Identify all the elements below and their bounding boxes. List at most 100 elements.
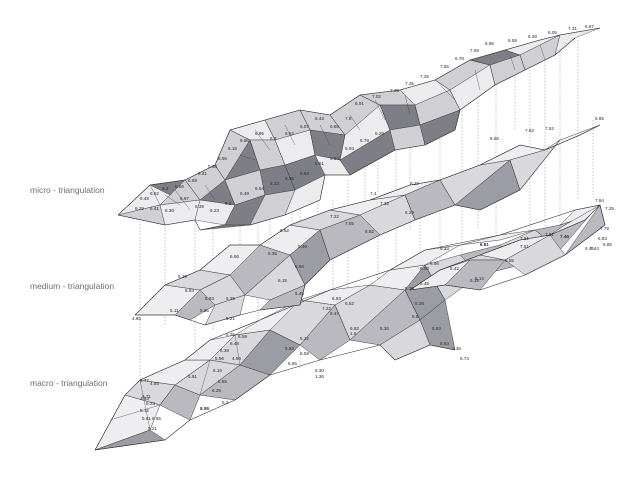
micro-elevation-label: 6.39 [195, 204, 204, 209]
micro-elevation-label: 5.79 [360, 138, 369, 143]
macro-elevation-label: 6.85 [603, 242, 612, 247]
micro-elevation-label: 6.95 [485, 41, 494, 46]
medium-elevation-label: 6.82 [365, 229, 374, 234]
medium-elevation-label: 6.35 [226, 296, 235, 301]
micro-elevation-label: 6.57 [300, 124, 309, 129]
macro-elevation-label: 5.45 [420, 281, 429, 286]
micro-elevation-label: 6.36 [285, 176, 294, 181]
macro-elevation-label: 6.61 [480, 242, 489, 247]
medium-elevation-label: 5.35 [226, 332, 235, 337]
medium-elevation-label: 7.52 [545, 126, 554, 131]
medium-elevation-label: 6.56 [490, 136, 499, 141]
medium-elevation-label: 5.36 [380, 326, 389, 331]
macro-elevation-label: 5.28 [415, 301, 424, 306]
micro-elevation-label: 5.56 [218, 156, 227, 161]
medium-elevation-label: 7.65 [345, 221, 354, 226]
macro-elevation-label: 4.85 [150, 381, 159, 386]
medium-elevation-label: 6.66 [230, 254, 239, 259]
medium-elevation-label: 6.81 [480, 242, 489, 247]
micro-elevation-label: 6.59 [508, 38, 517, 43]
macro-elevation-label: 6.96 [430, 261, 439, 266]
micro-elevation-label: 6.9 [270, 136, 277, 141]
medium-elevation-label: 6.15 [278, 278, 287, 283]
macro-elevation-label: 4.83 [140, 396, 149, 401]
macro-elevation-label: 7.46 [560, 234, 569, 239]
micro-elevation-label: 7.31 [568, 26, 577, 31]
micro-elevation-label: 7.39 [390, 88, 399, 93]
macro-elevation-label: 1.5 [350, 331, 357, 336]
macro-elevation-label: 5.29 [405, 286, 414, 291]
macro-elevation-label: 5.74 [460, 356, 469, 361]
micro-elevation-label: 6.48 [140, 196, 149, 201]
macro-elevation-label: 6.82 [350, 326, 359, 331]
medium-elevation-label: 5.42 [450, 266, 459, 271]
macro-elevation-label: 6.55 [505, 258, 514, 263]
macro-elevation-label: 7.44 [590, 246, 599, 251]
medium-elevation-label: 7.79 [600, 226, 609, 231]
micro-elevation-label: 5.51 [315, 161, 324, 166]
medium-elevation-label: 6.83 [598, 236, 607, 241]
micro-elevation-label: 5.28 [375, 131, 384, 136]
macro-elevation-label: 5.83 [432, 326, 441, 331]
medium-elevation-label: 7.51 [545, 232, 554, 237]
macro-elevation-label: 5.22 [300, 336, 309, 341]
micro-elevation-label: 6.69 [188, 178, 197, 183]
micro-elevation-label: 6.33 [270, 181, 279, 186]
macro-elevation-label: 5.2 [222, 400, 229, 405]
medium-elevation-label: 6.52 [280, 228, 289, 233]
macro-elevation-label: 4.96 [200, 406, 209, 411]
micro-elevation-label: 6.54 [255, 186, 264, 191]
micro-elevation-label: 7.55 [440, 64, 449, 69]
micro-elevation-label: 6.86 [240, 138, 249, 143]
micro-elevation-label: 7.59 [470, 48, 479, 53]
micro-elevation-label: 6.2 [225, 201, 232, 206]
medium-elevation-label: 7.25 [605, 206, 614, 211]
medium-elevation-label: 7.22 [330, 214, 339, 219]
micro-elevation-label: 6.78 [455, 56, 464, 61]
medium-elevation-label: 5.93 [185, 288, 194, 293]
medium-elevation-label: 7.46 [560, 234, 569, 239]
micro-elevation-label: 6.49 [240, 191, 249, 196]
medium-elevation-label: 8.22 [410, 181, 419, 186]
macro-elevation-label: 6.33 [440, 246, 449, 251]
medium-elevation-label: 5.21 [226, 316, 235, 321]
macro-elevation-label: 6.16 [213, 368, 222, 373]
micro-elevation-label: 5.84 [330, 156, 339, 161]
micro-elevation-label: 5.38 [208, 164, 217, 169]
macro-elevation-label: 5.74 [200, 406, 209, 411]
macro-elevation-label: 5.23 [146, 401, 155, 406]
macro-elevation-label: 6.48 [230, 341, 239, 346]
micro-elevation-label: 6.95 [255, 131, 264, 136]
micro-elevation-label: 6.4 [162, 186, 169, 191]
micro-elevation-label: 7.25 [420, 74, 429, 79]
medium-elevation-label: 5.14 [475, 276, 484, 281]
micro-elevation-label: 6.52 [150, 191, 159, 196]
macro-elevation-label: 6.59 [238, 334, 247, 339]
macro-elevation-label: 6.25 [212, 388, 221, 393]
medium-elevation-label: 7.4 [370, 191, 377, 196]
medium-elevation-label: 7.32 [380, 201, 389, 206]
macro-elevation-label: 6.30 [315, 368, 324, 373]
micro-elevation-label: 6.65 [330, 124, 339, 129]
macro-elevation-label: 5.65 [288, 361, 297, 366]
macro-elevation-label: 1.36 [315, 374, 324, 379]
macro-elevation-label: 6.47 [330, 311, 339, 316]
micro-surface [117, 27, 601, 231]
micro-elevation-label: 6.05 [548, 30, 557, 35]
macro-elevation-label: 4.56 [232, 356, 241, 361]
macro-elevation-label: 5.61 [142, 416, 151, 421]
medium-elevation-label: 6.45 [585, 246, 594, 251]
macro-elevation-label: 5.71 [142, 394, 151, 399]
label-medium-triangulation: medium - triangulation [30, 281, 114, 291]
macro-elevation-label: 5.96 [215, 356, 224, 361]
micro-elevation-label: 6.41 [198, 171, 207, 176]
micro-elevation-label: 7.8 [345, 116, 352, 121]
medium-elevation-label: 5.85 [200, 308, 209, 313]
medium-elevation-label: 6.94 [295, 264, 304, 269]
macro-elevation-label: 5.12 [140, 408, 149, 413]
macro-elevation-label: 5.59 [300, 351, 309, 356]
macro-elevation-label: 4.77 [140, 378, 149, 383]
macro-elevation-label: 1.36 [452, 346, 461, 351]
